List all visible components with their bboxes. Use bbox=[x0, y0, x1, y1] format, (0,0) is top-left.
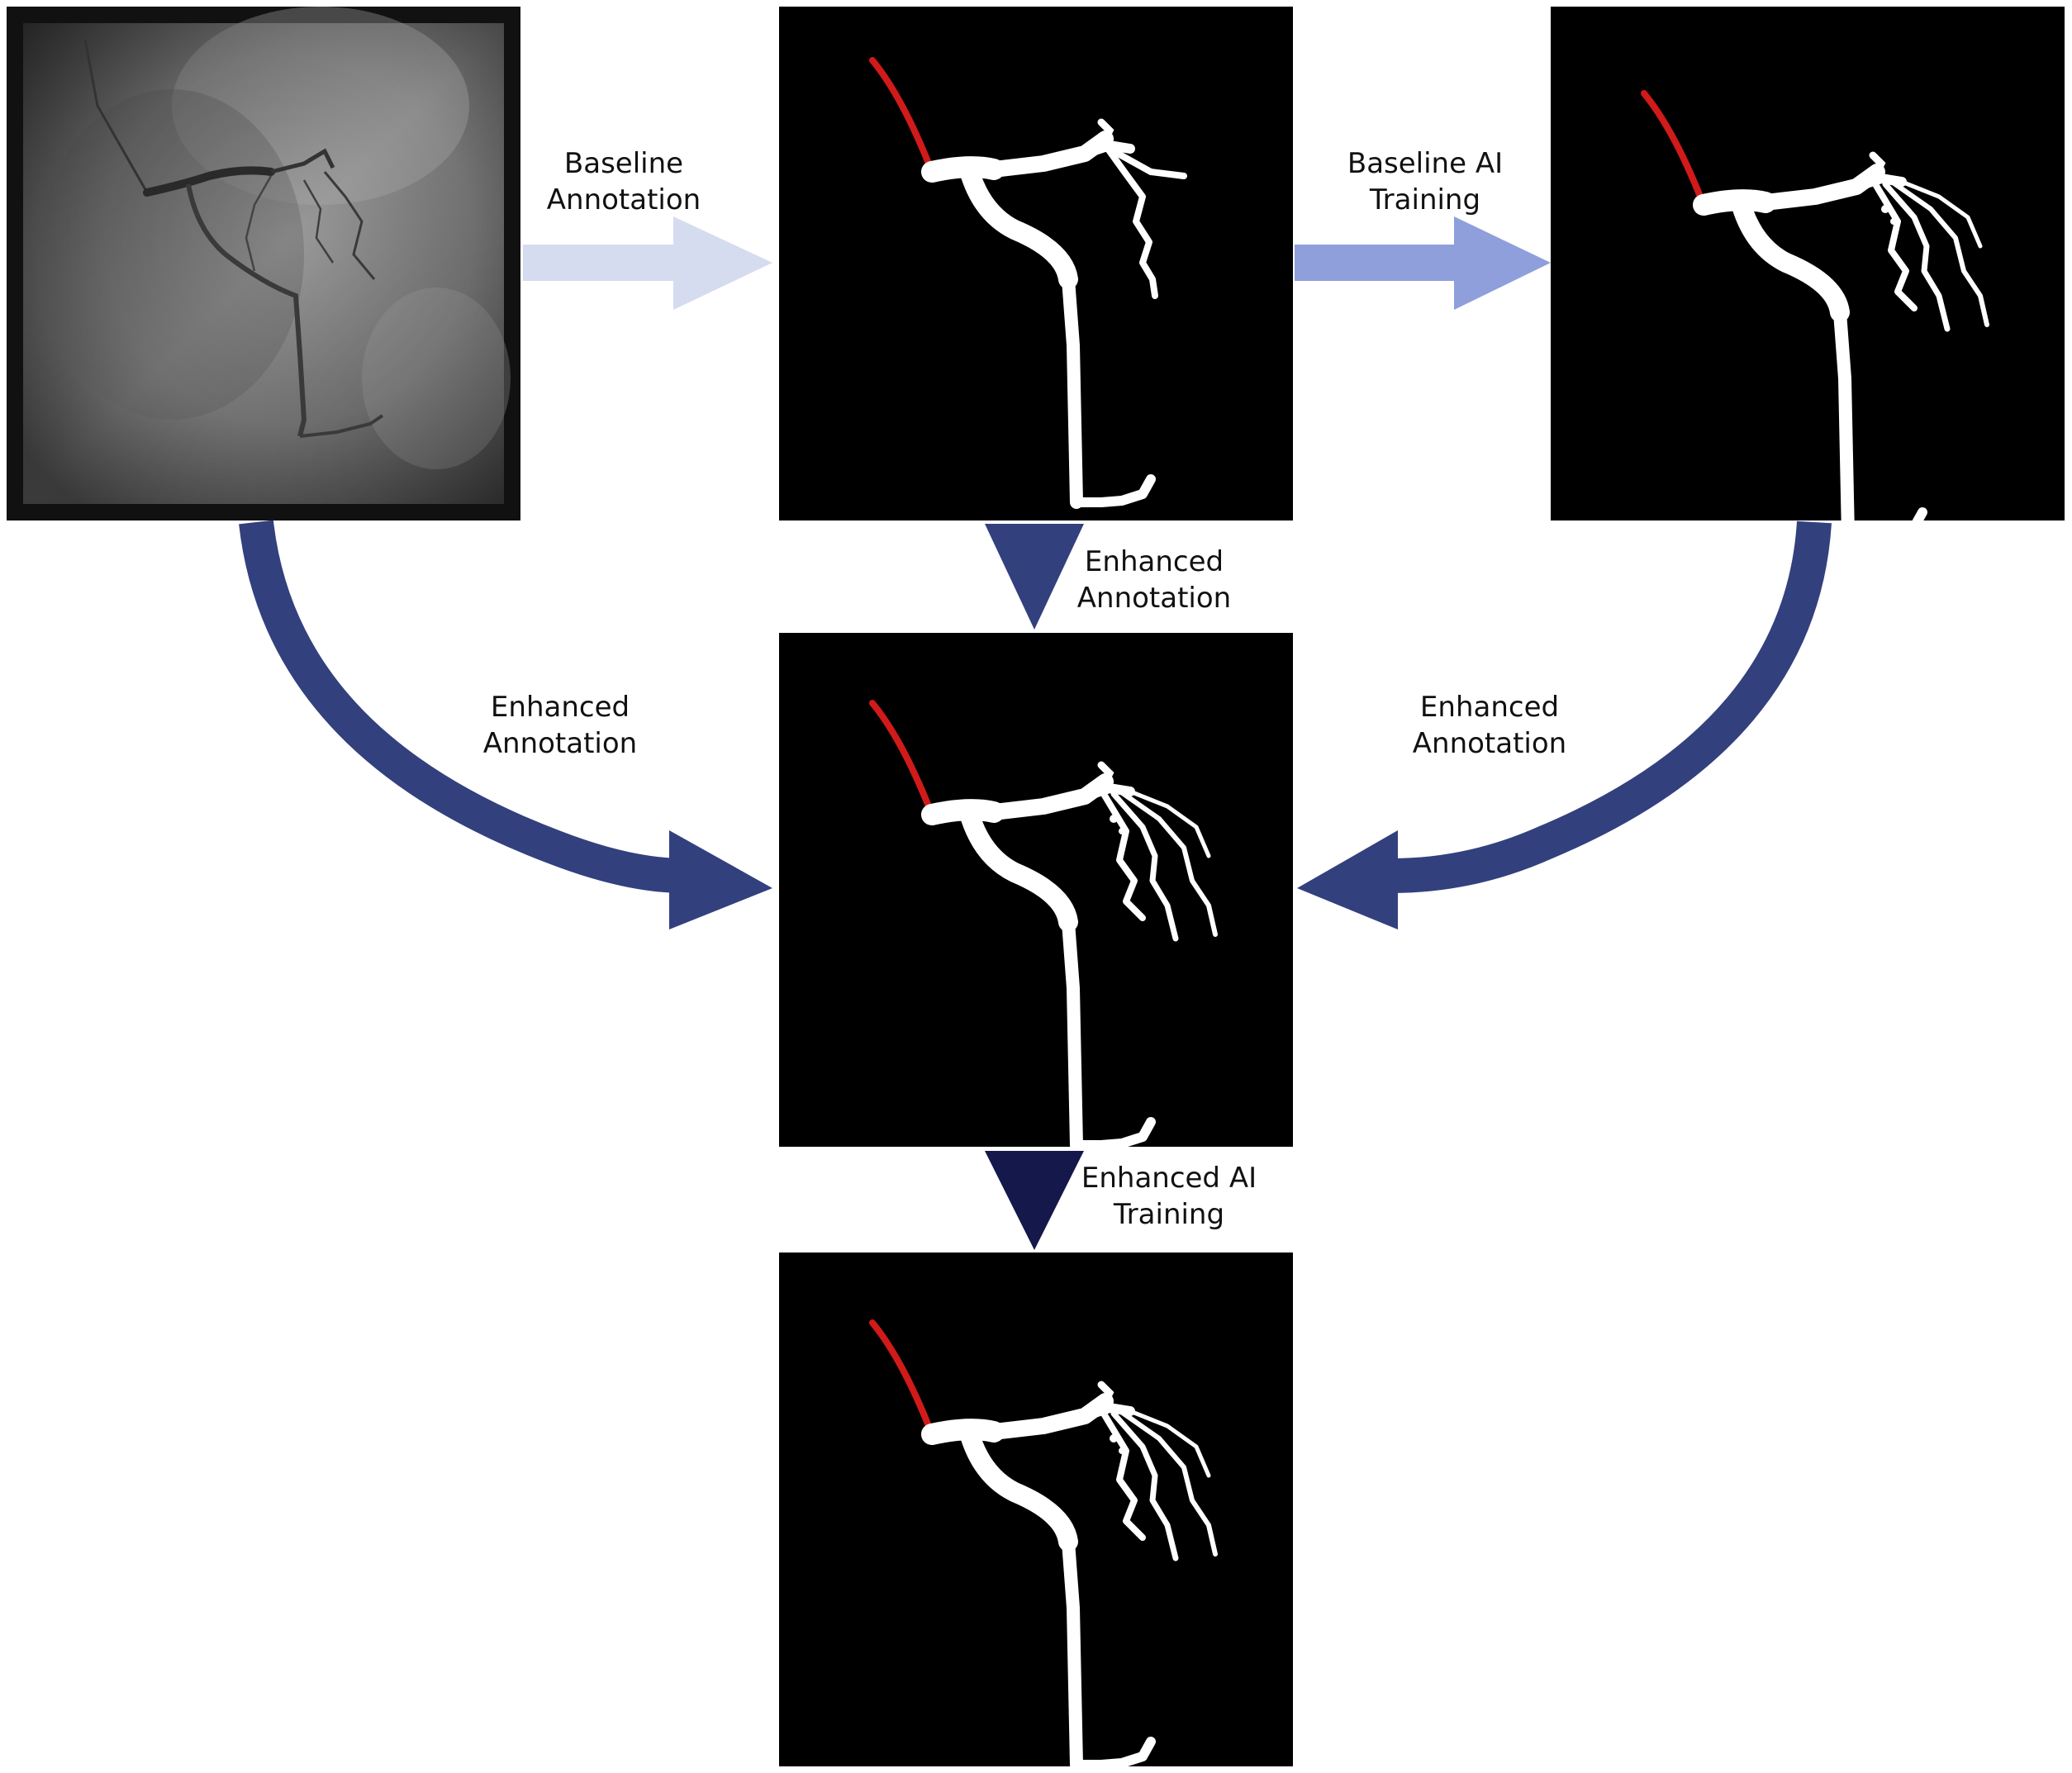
label-baseline-annotation: Baseline Annotation bbox=[529, 145, 719, 218]
label-enhanced-annotation-left: Enhanced Annotation bbox=[465, 689, 655, 762]
label-enhanced-annotation-right: Enhanced Annotation bbox=[1395, 689, 1585, 762]
label-baseline-ai-training: Baseline AI Training bbox=[1330, 145, 1520, 218]
arrow-baseline-ai-training bbox=[1295, 216, 1551, 310]
label-enhanced-ai-training: Enhanced AI Training bbox=[1074, 1160, 1264, 1233]
arrow-enhanced-ai-training bbox=[985, 1151, 1084, 1250]
arrow-baseline-annotation bbox=[523, 216, 772, 310]
label-enhanced-annotation-top: Enhanced Annotation bbox=[1059, 544, 1249, 616]
